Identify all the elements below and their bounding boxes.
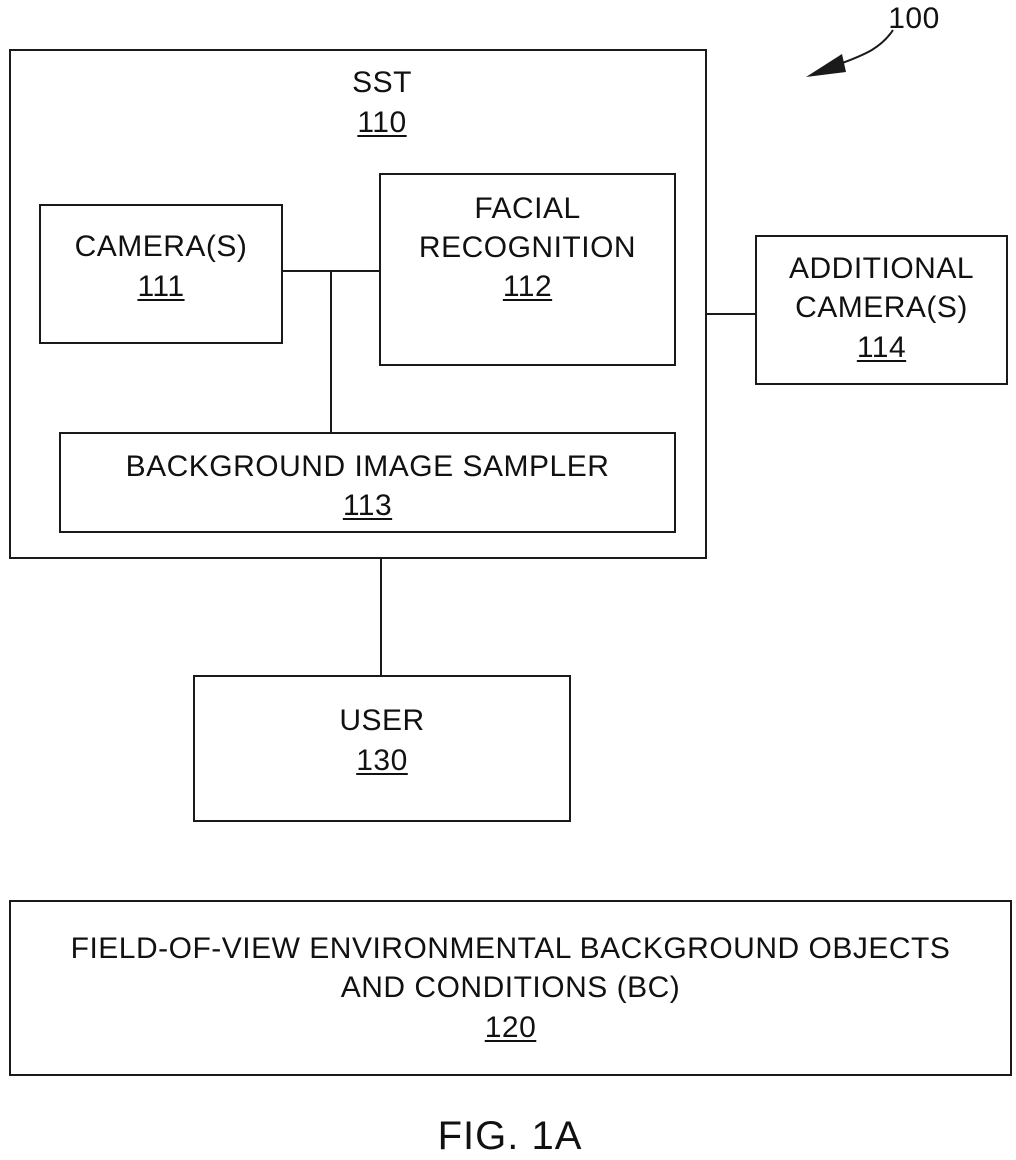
sst-title: SST: [302, 64, 462, 102]
user-ref: 130: [193, 742, 571, 780]
background-image-sampler-ref: 113: [59, 487, 676, 525]
facial-recognition-ref: 112: [379, 268, 676, 306]
background-image-sampler-title: BACKGROUND IMAGE SAMPLER: [59, 448, 676, 486]
cameras-title: CAMERA(S): [39, 228, 283, 266]
sst-to-user-connector: [380, 559, 382, 676]
background-conditions-ref: 120: [9, 1009, 1012, 1047]
user-title: USER: [193, 702, 571, 740]
sst-to-additional-cameras-connector: [707, 313, 755, 315]
cameras-ref: 111: [39, 268, 283, 306]
additional-cameras-ref: 114: [755, 329, 1008, 367]
camera-to-sampler-connector: [330, 270, 332, 433]
figure-caption: FIG. 1A: [360, 1112, 660, 1160]
additional-cameras-line1: ADDITIONAL: [755, 250, 1008, 288]
additional-cameras-line2: CAMERA(S): [755, 289, 1008, 327]
facial-recognition-line1: FACIAL: [379, 190, 676, 228]
background-conditions-line1: FIELD-OF-VIEW ENVIRONMENTAL BACKGROUND O…: [9, 930, 1012, 968]
background-conditions-line2: AND CONDITIONS (BC): [9, 969, 1012, 1007]
sst-ref: 110: [302, 104, 462, 142]
facial-recognition-line2: RECOGNITION: [379, 229, 676, 267]
